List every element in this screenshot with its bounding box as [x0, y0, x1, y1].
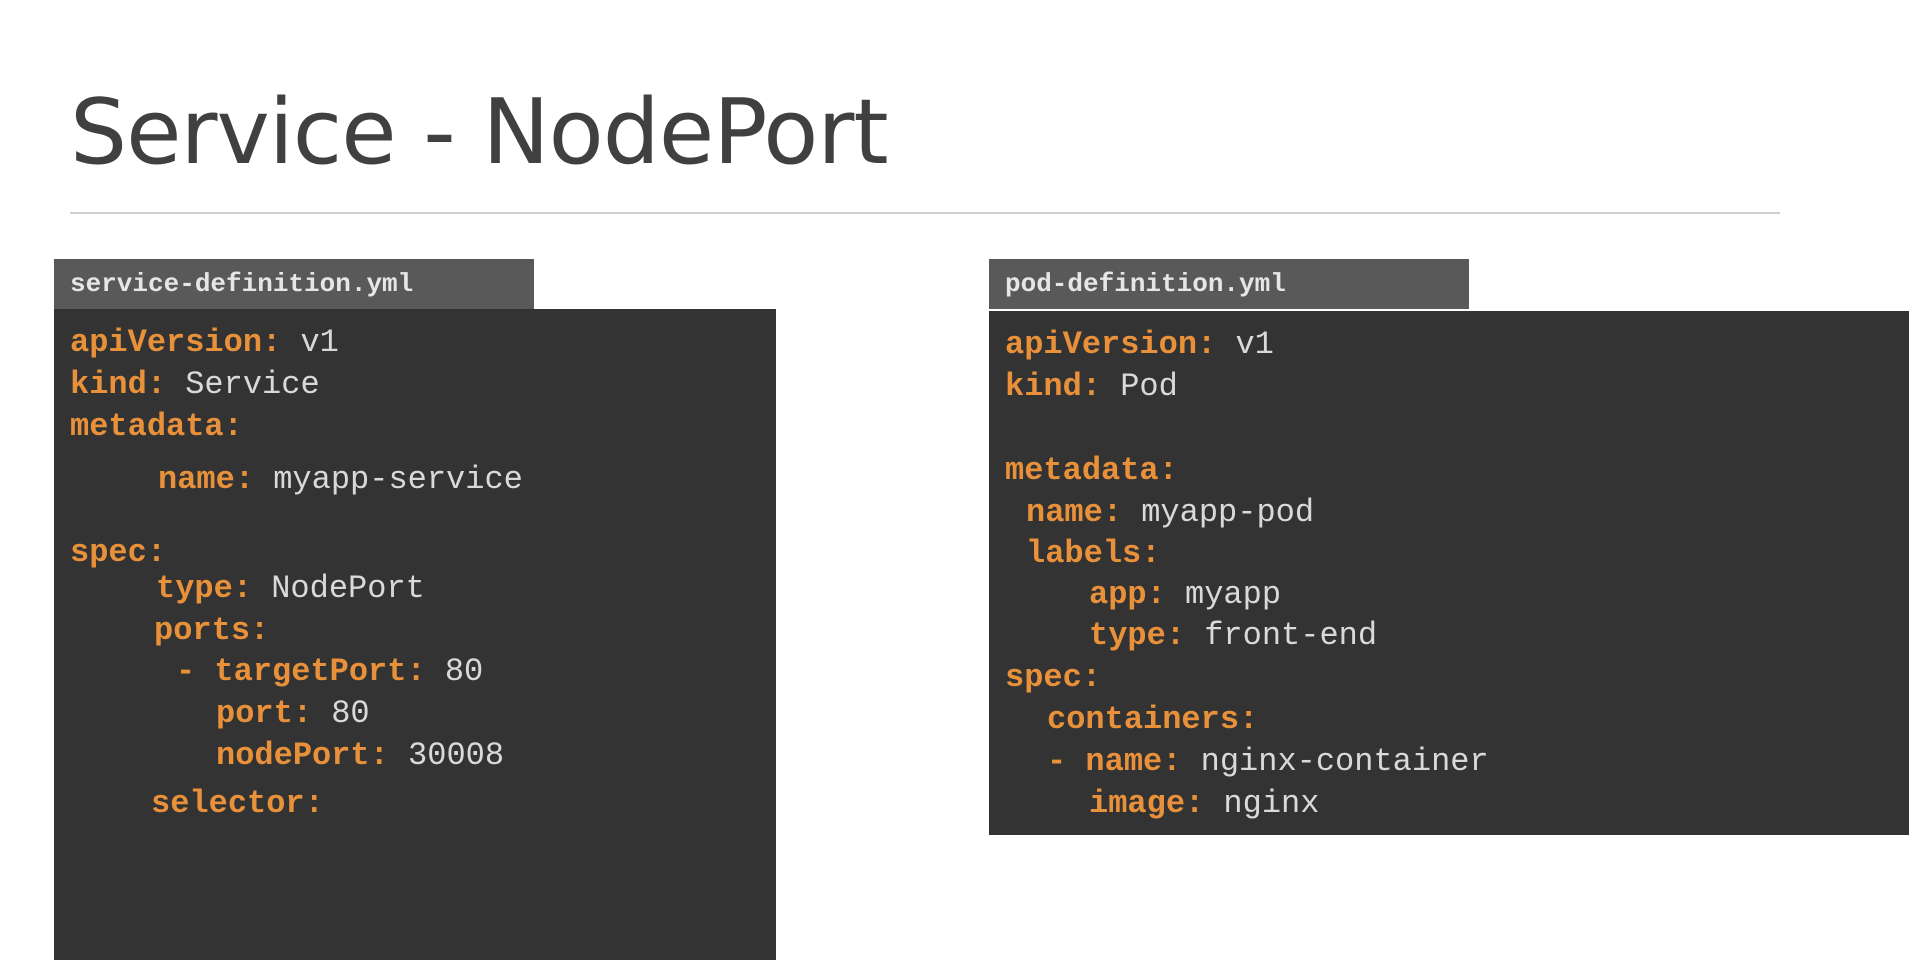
code-line: spec: — [70, 537, 166, 569]
code-block-pod-definition: apiVersion: v1 kind: Pod metadata: name:… — [989, 311, 1909, 835]
code-line: metadata: — [1005, 455, 1178, 487]
yaml-value: Service — [185, 366, 320, 403]
yaml-key: ports: — [154, 612, 270, 649]
yaml-key: type: — [156, 570, 253, 607]
yaml-key: labels: — [1026, 535, 1161, 572]
code-line: containers: — [1047, 704, 1258, 736]
list-dash: - — [176, 653, 196, 690]
yaml-key: app: — [1089, 576, 1166, 613]
yaml-key: metadata: — [1005, 452, 1178, 489]
code-line: port: 80 — [216, 698, 370, 730]
yaml-key: targetPort: — [214, 653, 426, 690]
filename-tab-service-definition: service-definition.yml — [54, 259, 534, 309]
yaml-key: kind: — [1005, 368, 1102, 405]
yaml-key: type: — [1089, 617, 1186, 654]
yaml-key: name: — [158, 461, 255, 498]
code-line: - name: nginx-container — [1047, 746, 1489, 778]
list-dash: - — [1047, 743, 1067, 780]
yaml-value: myapp-pod — [1141, 494, 1315, 531]
code-line: ports: — [154, 615, 269, 647]
yaml-key: metadata: — [70, 408, 243, 445]
yaml-value: v1 — [300, 324, 339, 361]
code-line: nodePort: 30008 — [216, 740, 504, 772]
yaml-key: spec: — [70, 534, 167, 571]
yaml-key: name: — [1026, 494, 1123, 531]
yaml-key: containers: — [1047, 701, 1259, 738]
code-line: type: front-end — [1089, 620, 1377, 652]
yaml-key: kind: — [70, 366, 167, 403]
yaml-value: front-end — [1204, 617, 1378, 654]
yaml-value: 80 — [331, 695, 370, 732]
slide-title: Service - NodePort — [70, 80, 889, 185]
yaml-key: selector: — [151, 785, 324, 822]
code-line: kind: Service — [70, 369, 320, 401]
yaml-value: 30008 — [408, 737, 505, 774]
yaml-key: port: — [216, 695, 313, 732]
code-line: spec: — [1005, 662, 1101, 694]
code-line: type: NodePort — [156, 573, 425, 605]
code-line: name: myapp-pod — [1026, 497, 1314, 529]
code-line: kind: Pod — [1005, 371, 1178, 403]
code-line: app: myapp — [1089, 579, 1281, 611]
yaml-value: nginx-container — [1200, 743, 1489, 780]
filename-tab-pod-definition: pod-definition.yml — [989, 259, 1469, 309]
yaml-key: name: — [1085, 743, 1182, 780]
yaml-value: NodePort — [271, 570, 425, 607]
code-line: apiVersion: v1 — [70, 327, 339, 359]
code-line: image: nginx — [1089, 788, 1319, 820]
yaml-value: 80 — [444, 653, 484, 690]
yaml-key: spec: — [1005, 659, 1102, 696]
code-block-service-definition: apiVersion: v1 kind: Service metadata: n… — [54, 309, 776, 960]
code-line: name: myapp-service — [158, 464, 523, 496]
yaml-key: image: — [1089, 785, 1205, 822]
code-line: labels: — [1026, 538, 1160, 570]
yaml-value: Pod — [1120, 368, 1178, 405]
code-line: metadata: — [70, 411, 243, 443]
yaml-key: apiVersion: — [70, 324, 282, 361]
yaml-value: v1 — [1235, 326, 1274, 363]
yaml-value: nginx — [1223, 785, 1320, 822]
title-divider — [70, 212, 1780, 214]
code-line: selector: — [151, 788, 324, 820]
yaml-key: nodePort: — [216, 737, 389, 774]
yaml-value: myapp — [1185, 576, 1282, 613]
code-line: - targetPort: 80 — [176, 656, 483, 688]
yaml-value: myapp-service — [273, 461, 523, 498]
code-line: apiVersion: v1 — [1005, 329, 1274, 361]
yaml-key: apiVersion: — [1005, 326, 1217, 363]
